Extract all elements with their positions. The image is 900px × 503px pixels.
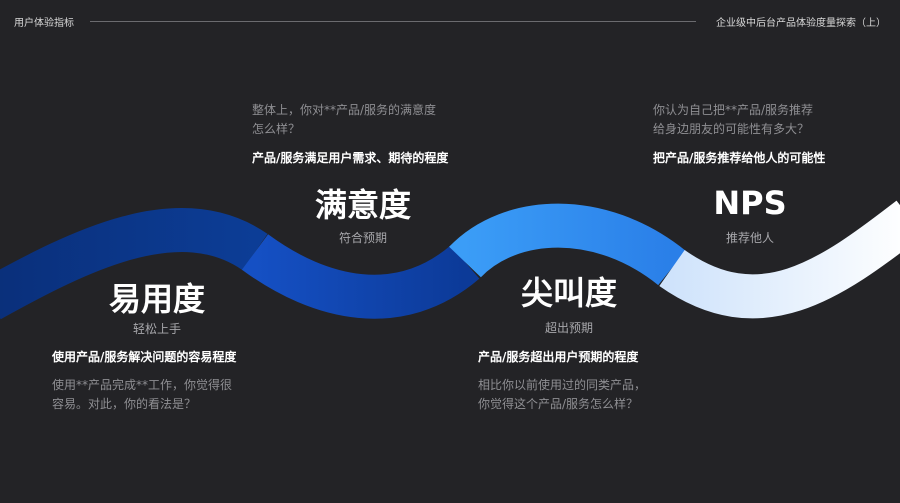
nps-title: NPS [713,184,787,222]
satisfaction-question: 整体上，你对**产品/服务的满意度 怎么样？ [252,101,436,139]
satisfaction-question-line1: 整体上，你对**产品/服务的满意度 [252,103,437,117]
ease-description: 使用产品/服务解决问题的容易程度 [52,350,237,364]
delight-subtitle: 超出预期 [544,321,594,335]
satisfaction-question-line2: 怎么样？ [252,122,301,136]
ease-question-line2: 容易。对此，你的看法是？ [52,397,197,411]
ease-question-line1: 使用**产品完成**工作，你觉得很 [52,378,233,392]
delight-question: 相比你以前使用过的同类产品， 你觉得这个产品/服务怎么样？ [478,376,646,414]
nps-question-line2: 给身边朋友的可能性有多大？ [653,122,810,136]
header-divider [90,21,696,22]
nps-question: 你认为自己把**产品/服务推荐 给身边朋友的可能性有多大？ [653,101,813,139]
delight-question-line1: 相比你以前使用过的同类产品， [478,378,647,392]
nps-question-line1: 你认为自己把**产品/服务推荐 [653,103,814,117]
header-left-title: 用户体验指标 [14,18,74,29]
ease-title: 易用度 [108,280,206,318]
delight-description: 产品/服务超出用户预期的程度 [478,350,639,364]
satisfaction-description: 产品/服务满足用户需求、期待的程度 [252,151,449,165]
nps-description: 把产品/服务推荐给他人的可能性 [653,151,826,165]
wave-segment-nps [659,200,900,319]
nps-subtitle: 推荐他人 [725,231,775,245]
delight-question-line2: 你觉得这个产品/服务怎么样？ [478,397,639,411]
header-right-title: 企业级中后台产品体验度量探索（上） [716,18,886,29]
satisfaction-title: 满意度 [314,186,412,224]
ease-subtitle: 轻松上手 [132,322,182,336]
ease-question: 使用**产品完成**工作，你觉得很 容易。对此，你的看法是？ [52,376,232,414]
satisfaction-subtitle: 符合预期 [338,231,388,245]
wave-segment-delight [449,203,686,286]
delight-title: 尖叫度 [520,274,618,312]
wave-segment-ease [0,208,268,320]
wave-segment-satisfaction [241,234,480,319]
